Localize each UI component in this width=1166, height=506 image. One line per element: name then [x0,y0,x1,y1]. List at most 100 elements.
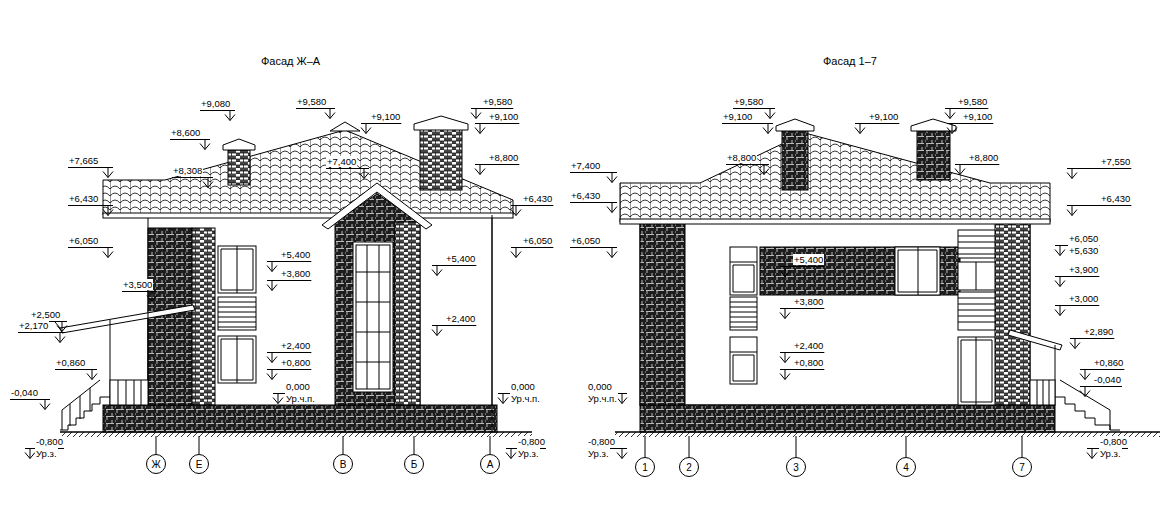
level-leader [432,325,476,326]
level-leader [947,123,993,124]
level-leader [40,404,45,410]
level-leader [945,113,950,119]
level-leader [103,210,108,216]
level-leader [267,352,311,353]
level-leader [230,111,231,121]
level-leader [476,113,481,119]
level-leader [62,322,63,332]
elevation-mark: 0,000 [510,381,536,392]
level-leader [200,144,205,150]
elevation-mark: +8,800 [968,152,999,163]
level-leader [516,210,521,216]
elevation-mark: 0,000 [285,381,311,392]
level-leader [152,292,153,302]
level-leader [437,330,442,336]
axis-letter: В [340,459,347,470]
level-leader [25,453,30,459]
elevation-mark: +6,050 [1068,233,1099,244]
level-leader [511,210,516,216]
elevation-mark: +8,600 [170,127,201,138]
level-leader [272,374,277,380]
elevation-mark: +6,430 [68,193,99,204]
level-leader [267,374,272,380]
level-leader [607,177,612,183]
elevation-mark: +3,800 [793,296,824,307]
level-leader [1075,339,1076,349]
level-leader [366,128,371,134]
elevation-mark: +3,900 [1068,264,1099,275]
level-leader [570,247,617,248]
level-leader [770,113,775,119]
elevation-mark: +9,100 [962,111,993,122]
elevation-mark: +7,400 [570,160,601,171]
axis-bubble: 7 [1012,457,1032,477]
level-leader [1072,173,1077,179]
level-leader [1055,305,1099,306]
level-leader [45,404,50,410]
elevation-mark: +0,860 [55,357,86,368]
level-leader [570,172,617,173]
level-leader [267,261,311,262]
level-leader [1060,250,1065,256]
level-leader [108,206,109,216]
level-leader [765,113,770,119]
level-leader [437,270,442,276]
level-leader [225,115,230,121]
level-leader [785,374,790,380]
level-leader [1085,370,1086,380]
level-leader [62,326,67,332]
elevation-mark: +5,630 [1068,245,1099,256]
elevation-mark: -0,800 [35,436,64,447]
level-leader [511,252,516,258]
level-leader [1055,281,1060,287]
level-name: Ур.з. [517,448,540,459]
elevation-mark: -0,800 [517,436,546,447]
elevation-mark: +3,500 [122,279,153,290]
level-leader [18,332,65,333]
level-leader [108,172,113,178]
level-leader [1067,210,1072,216]
axis-bubble: В [333,454,353,474]
level-leader [475,169,480,175]
level-leader [92,374,97,380]
level-leader [480,165,481,175]
level-leader [278,398,283,404]
level-leader [480,169,485,175]
level-leader [208,182,213,188]
level-leader [68,247,113,248]
level-leader [205,140,206,150]
level-leader [955,169,960,175]
level-leader [612,207,617,213]
level-leader [785,353,786,363]
level-leader [1072,206,1073,216]
level-leader [950,113,955,119]
level-leader [780,313,785,319]
level-leader [785,309,786,319]
axis-letter: 1 [642,462,648,473]
level-leader [622,394,623,404]
level-leader [272,262,273,272]
level-leader [960,169,965,175]
axis-letter: Е [196,459,203,470]
level-leader [208,178,209,188]
level-leader [780,374,785,380]
level-leader [855,123,899,124]
facade-title: Фасад 1–7 [822,55,878,68]
level-leader [205,144,210,150]
level-leader [511,247,553,248]
axis-bubble: Е [189,454,209,474]
level-leader [55,369,97,370]
level-leader [432,265,476,266]
elevation-mark: +9,100 [370,111,401,122]
level-leader [780,308,824,309]
level-leader [622,398,627,404]
level-leader [1067,168,1131,169]
level-leader [768,128,773,134]
facade-title: Фасад Ж–А [260,55,321,68]
level-leader [296,108,335,109]
level-leader [170,139,210,140]
level-leader [366,124,367,134]
level-leader [267,266,272,272]
elevation-mark: +2,400 [445,313,476,324]
elevation-mark: +9,100 [722,111,753,122]
